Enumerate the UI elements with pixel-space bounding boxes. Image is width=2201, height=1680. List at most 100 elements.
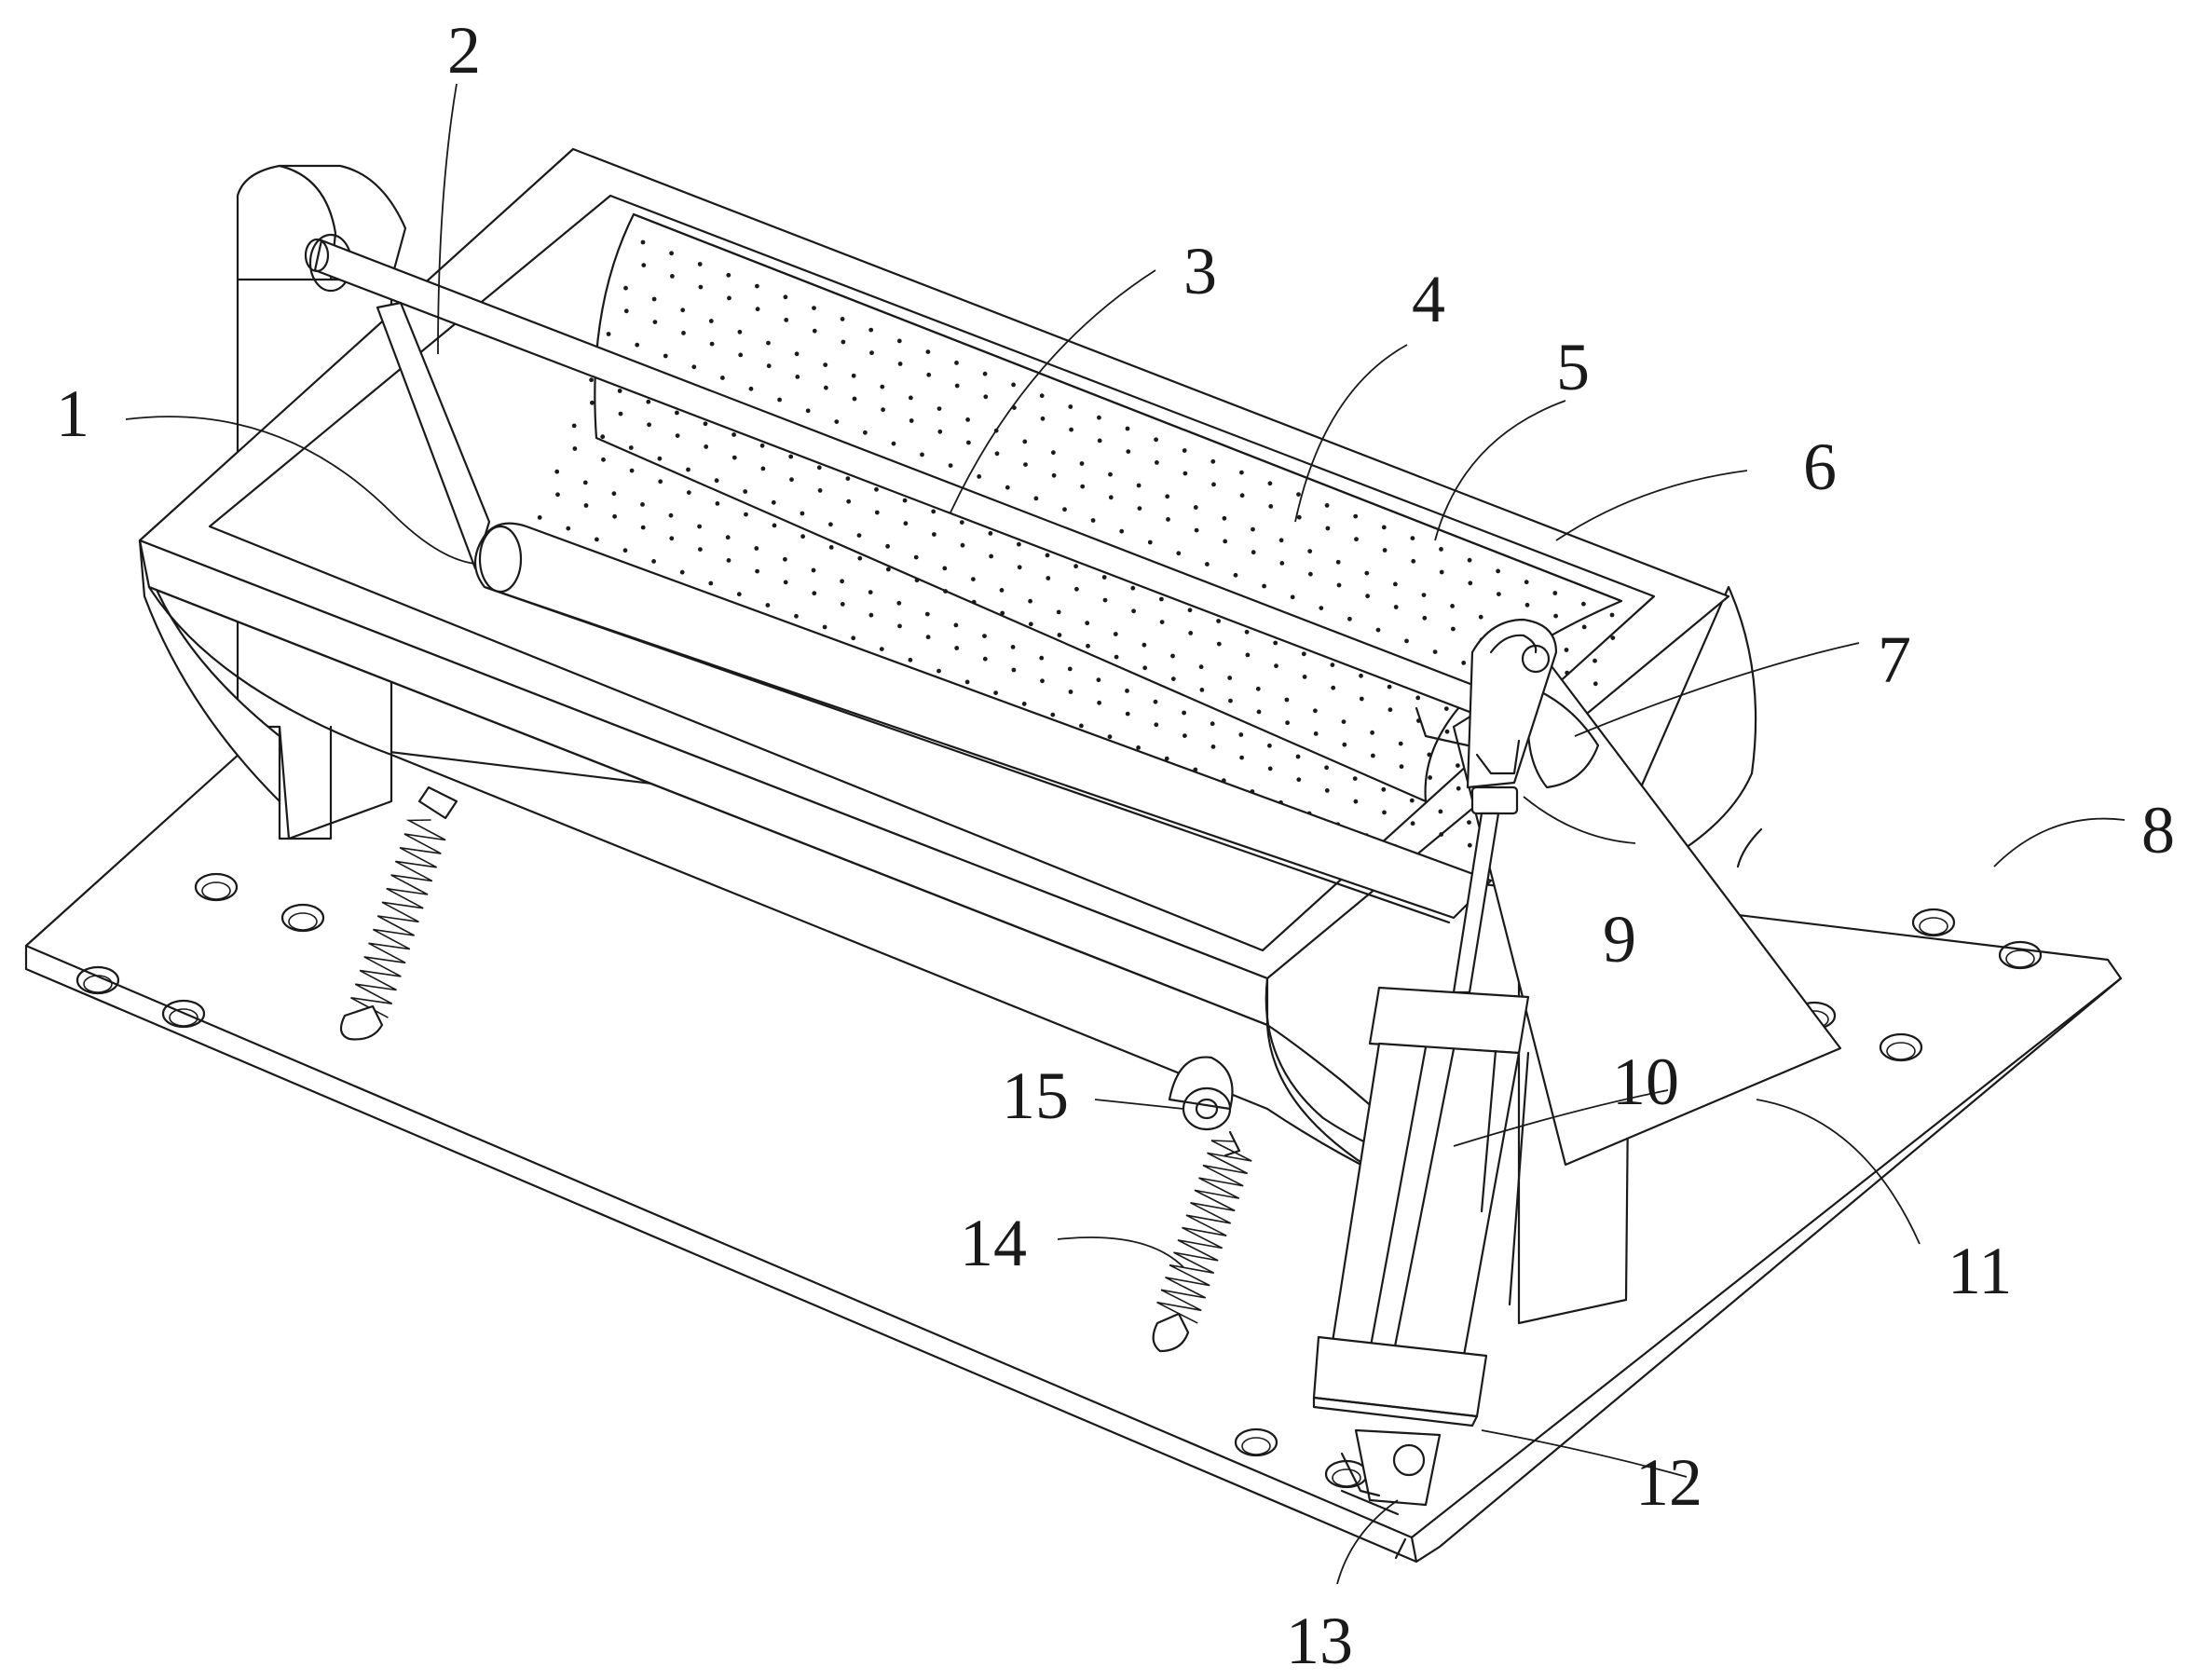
perforation-hole [1278, 538, 1284, 543]
perforation-hole [669, 536, 675, 541]
perforation-hole [1307, 549, 1313, 553]
perforation-hole [1142, 642, 1147, 648]
perforation-hole [669, 251, 674, 256]
perforation-hole [1456, 785, 1461, 791]
perforation-hole [1255, 686, 1261, 691]
perforation-hole [897, 623, 902, 629]
perforation-hole [748, 386, 754, 391]
callout-3: 3 [1183, 234, 1217, 308]
perforation-hole [582, 480, 588, 485]
perforation-hole [993, 690, 998, 695]
perforation-hole [902, 498, 908, 503]
perforation-hole [1210, 458, 1216, 464]
perforation-hole [812, 328, 817, 334]
perforation-hole [1331, 685, 1336, 690]
perforation-hole [1222, 515, 1227, 521]
perforation-hole [720, 376, 725, 380]
perforation-hole [1581, 601, 1586, 607]
perforation-hole [1565, 670, 1570, 676]
perforation-hole [1581, 624, 1587, 630]
perforation-hole [1347, 616, 1352, 621]
perforation-hole [909, 395, 913, 401]
perforation-hole [840, 317, 845, 321]
perforation-hole [652, 320, 658, 324]
perforation-hole [1165, 494, 1170, 499]
perforation-hole [783, 294, 788, 300]
perforation-hole [1325, 526, 1331, 531]
perforation-hole [1210, 744, 1216, 749]
perforation-hole [943, 589, 948, 594]
perforation-hole [571, 423, 577, 429]
perforation-hole [874, 510, 880, 515]
perforation-hole [971, 577, 976, 581]
perforation-hole [1108, 495, 1114, 500]
leader-lines [125, 83, 2126, 1585]
perforation-hole [1421, 593, 1427, 597]
perforation-hole [823, 362, 828, 367]
perforation-hole [744, 512, 748, 517]
perforation-hole [1359, 696, 1364, 702]
perforation-hole [708, 580, 714, 586]
perforation-hole [1216, 641, 1222, 647]
perforation-hole [1039, 393, 1045, 399]
perforation-hole [1079, 723, 1084, 729]
perforation-hole [651, 559, 656, 564]
perforation-hole [1273, 640, 1278, 646]
perforation-hole [1227, 676, 1233, 680]
perforation-hole [647, 422, 651, 428]
perforation-hole [1198, 664, 1204, 670]
perforation-hole [1524, 602, 1530, 608]
perforation-hole [1010, 645, 1016, 649]
perforation-hole [1159, 596, 1164, 602]
perforation-hole [537, 515, 542, 520]
perforation-hole [1336, 582, 1342, 588]
perforation-hole [879, 647, 884, 651]
perforation-hole [1375, 627, 1381, 633]
perforation-hole [1125, 711, 1130, 717]
perforation-hole [1017, 565, 1022, 570]
perforation-hole [885, 543, 890, 549]
perforation-hole [989, 553, 993, 559]
perforation-hole [1028, 621, 1033, 627]
perforation-hole [1211, 482, 1216, 487]
perforation-hole [766, 363, 772, 369]
perforation-hole [1432, 649, 1438, 654]
perforation-hole [794, 613, 799, 619]
perforation-hole [971, 599, 977, 605]
perforation-hole [1108, 471, 1113, 477]
perforation-hole [681, 331, 686, 335]
perforation-hole [601, 457, 606, 462]
perforation-hole [1467, 842, 1472, 848]
perforation-hole [942, 566, 948, 571]
callout-13: 13 [1286, 1604, 1353, 1678]
perforation-hole [1170, 653, 1175, 659]
perforation-hole [731, 455, 737, 460]
perforation-hole [1267, 481, 1273, 486]
perforation-hole [954, 361, 959, 365]
callout-6: 6 [1803, 430, 1837, 504]
perforation-hole [1285, 720, 1290, 726]
perforation-hole [1290, 594, 1295, 600]
perforation-hole [1467, 557, 1472, 563]
perforation-hole [1062, 507, 1067, 512]
perforation-hole [1154, 437, 1158, 443]
perforation-hole [1409, 798, 1415, 803]
perforation-hole [812, 591, 817, 596]
perforation-hole [1610, 635, 1616, 640]
perforation-hole [1496, 568, 1500, 574]
perforation-hole [1022, 439, 1028, 444]
perforation-hole [1456, 763, 1460, 768]
perforation-hole [1398, 741, 1403, 746]
perforation-hole [1097, 415, 1101, 420]
perforation-hole [590, 400, 595, 405]
perforation-hole [743, 489, 748, 494]
perforation-hole [759, 443, 765, 448]
perforation-hole [657, 456, 663, 461]
perforation-hole [840, 602, 845, 607]
perforation-hole [612, 513, 617, 519]
perforation-hole [908, 657, 913, 662]
perforation-hole [1387, 684, 1392, 690]
perforation-hole [1524, 580, 1529, 585]
perforation-hole [1564, 648, 1569, 652]
perforation-hole [663, 353, 668, 359]
